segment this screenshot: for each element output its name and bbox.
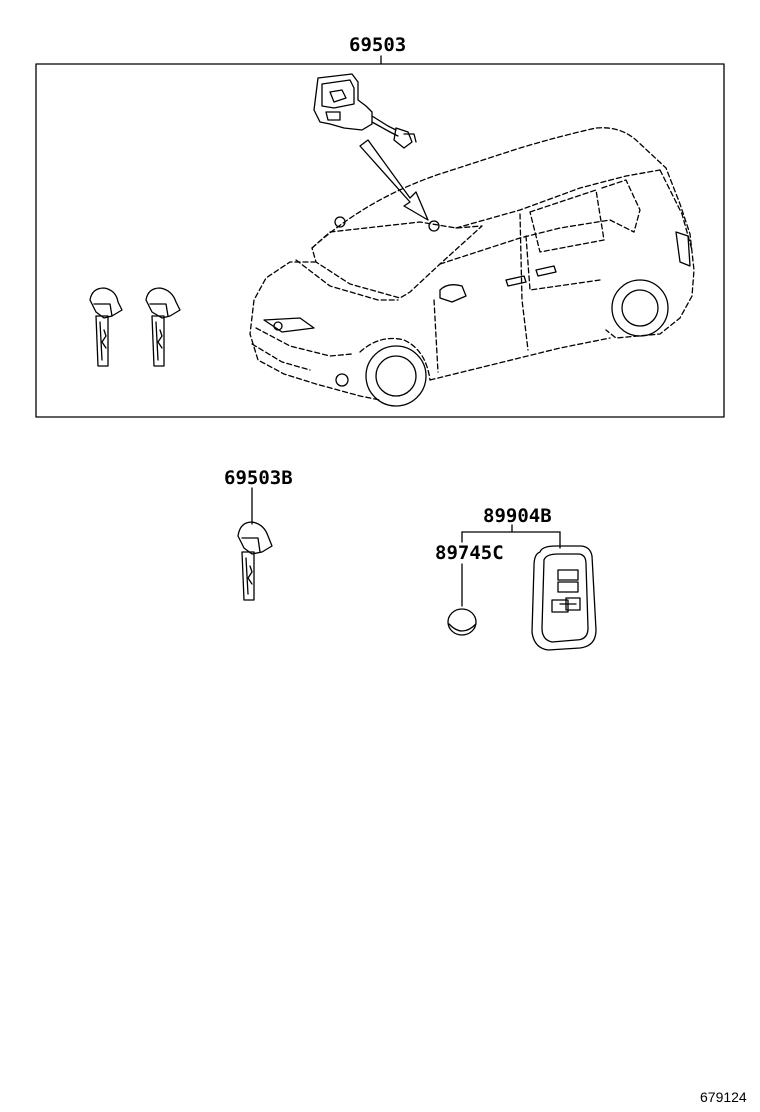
figure-number: 679124 <box>700 1089 747 1105</box>
coin-battery-icon[interactable] <box>447 608 477 636</box>
vehicle-icon <box>249 127 695 401</box>
part-label-89904b[interactable]: 89904B <box>483 505 552 527</box>
part-label-89745c[interactable]: 89745C <box>435 542 504 564</box>
lock-cylinder-icon[interactable] <box>313 73 417 149</box>
vehicle-detail <box>263 216 691 407</box>
transmitter-leader <box>461 524 561 607</box>
mechanical-key-icon[interactable] <box>89 287 123 367</box>
part-label-69503b[interactable]: 69503B <box>224 467 293 489</box>
part-label-69503[interactable]: 69503 <box>349 34 407 56</box>
assembly-frame <box>35 55 725 418</box>
smart-key-fob-icon[interactable] <box>531 545 597 651</box>
mechanical-key-icon[interactable] <box>145 287 181 367</box>
install-arrow-icon <box>359 139 429 221</box>
mechanical-key-icon[interactable] <box>237 521 273 601</box>
